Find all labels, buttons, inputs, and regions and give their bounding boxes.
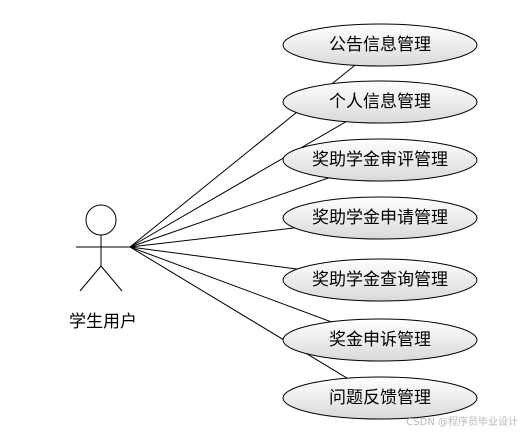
association-line (129, 246, 381, 399)
watermark: CSDN @程序员毕业设计 (406, 415, 518, 428)
use-case-scholarship-application: 奖助学金申请管理 (282, 196, 478, 240)
use-case-label: 奖金申诉管理 (329, 330, 431, 350)
use-case-label: 公告信息管理 (329, 35, 431, 55)
use-case-scholarship-review: 奖助学金审评管理 (282, 138, 478, 182)
use-case-ellipse (282, 376, 478, 420)
use-case-scholarship-query: 奖助学金查询管理 (282, 258, 478, 302)
actor-head (85, 204, 117, 236)
use-case-ellipse (282, 258, 478, 302)
actor-left-leg (79, 265, 102, 292)
association-line (129, 101, 381, 248)
use-case-ellipse (282, 318, 478, 362)
association-line (129, 44, 381, 248)
use-case-label: 个人信息管理 (329, 92, 431, 112)
use-case-ellipse (282, 196, 478, 240)
use-case-label: 奖助学金申请管理 (312, 208, 448, 228)
use-case-ellipse (282, 138, 478, 182)
use-case-ellipse (282, 23, 478, 67)
use-case-personal-info: 个人信息管理 (282, 80, 478, 124)
use-case-appeal: 奖金申诉管理 (282, 318, 478, 362)
actor-student: 学生用户 (69, 204, 137, 332)
associations (129, 44, 381, 399)
use-case-label: 问题反馈管理 (329, 388, 431, 408)
use-case-announcement: 公告信息管理 (282, 23, 478, 67)
use-case-label: 奖助学金查询管理 (312, 270, 448, 290)
use-case-ellipse (282, 80, 478, 124)
actor-label: 学生用户 (69, 312, 137, 332)
use-case-label: 奖助学金审评管理 (312, 150, 448, 170)
actor-right-leg (100, 265, 123, 292)
use-case-feedback: 问题反馈管理 (282, 376, 478, 420)
